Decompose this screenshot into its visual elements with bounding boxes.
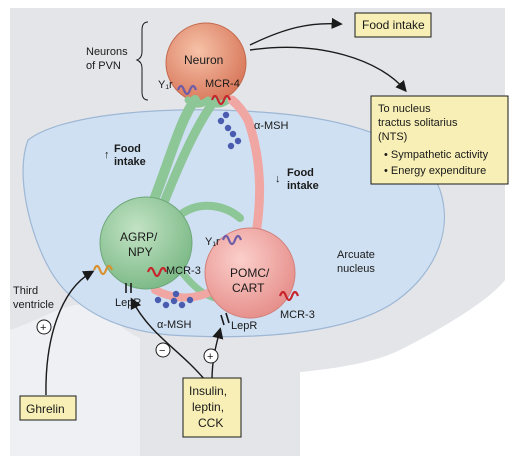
mcr3-receptor-left-icon [146,266,168,278]
plus-circle-ghrelin [36,319,52,335]
alpha-msh-bottom-label: α-MSH [157,319,192,331]
lepr-left-label: LepR [115,297,141,309]
agrp-terminal-top [184,96,232,108]
msh-dots-bottom [154,290,194,309]
pomc-label-line1: POMC/ [230,266,270,280]
lepr-right-icon [220,312,230,326]
y1r-receptor-mid-icon [221,234,243,246]
food-intake-box-label: Food intake [362,18,425,32]
arcuate-label-line1: Arcuate [337,249,375,261]
mcr3-left-label: MCR-3 [166,265,201,277]
agrp-axon-right [176,201,244,222]
agrp-neuron [99,196,193,290]
food-down-label: Food [287,167,314,179]
ghrelin-receptor-icon [92,264,114,276]
pvn-bracket [135,21,149,101]
minus-circle-insulin [155,342,171,358]
mcr3-right-label: MCR-3 [280,309,315,321]
arrow-neuron-to-nts [249,46,407,93]
insulin-label-line1: Insulin, [189,384,227,398]
mcr3-receptor-right-icon [278,290,300,302]
pvn-label-line2: of PVN [86,60,121,72]
intake-down-label: intake [287,180,319,192]
pomc-axon [227,95,265,245]
y1r-mid-label: Y₁r [205,236,220,248]
food-down-arrow: ↓ [275,173,281,185]
food-intake-box [354,12,432,38]
pvn-label-line1: Neurons [86,46,128,58]
insulin-label-line3: CCK [198,416,223,430]
plus-insulin-sign: + [207,351,213,363]
arrow-insulin-to-agrp [130,297,206,381]
msh-dots-top [217,111,242,150]
nts-line3: (NTS) [378,131,407,143]
alpha-msh-top-label: α-MSH [254,120,289,132]
third-ventricle-line2: ventricle [13,299,54,311]
food-up-arrow: ↑ [104,149,110,161]
y1r-receptor-top-icon [176,84,198,96]
nts-box [370,95,509,185]
arrow-neuron-to-food-intake [249,17,343,46]
agrp-axon-left [145,95,200,215]
agrp-axon-upper [160,95,220,205]
minus-insulin-sign: − [159,345,165,357]
insulin-label-line2: leptin, [192,400,224,414]
pomc-neuron [204,227,296,319]
ghrelin-label: Ghrelin [26,402,65,416]
tissue-lower-left [10,304,140,456]
agrp-label-line2: NPY [128,245,153,259]
nts-line4: • Sympathetic activity [384,149,489,161]
neuron-label: Neuron [184,53,223,67]
plus-ghrelin-sign: + [40,322,46,334]
y1r-top-label: Y₁r [158,79,173,91]
mcr4-receptor-icon [210,94,232,106]
agrp-label-line1: AGRP/ [120,230,158,244]
nts-line1: To nucleus [378,103,431,115]
food-up-label: Food [114,143,141,155]
plus-circle-insulin [203,348,219,364]
lepr-right-label: LepR [231,320,257,332]
ghrelin-box [19,395,77,421]
intake-up-label: intake [114,156,146,168]
insulin-box [182,377,242,438]
arrow-ghrelin-to-agrp [45,270,95,396]
nts-line2: tractus solitarius [378,117,458,129]
mcr4-label: MCR-4 [205,78,240,90]
third-ventricle-line1: Third [13,285,38,297]
pomc-label-line2: CART [232,281,265,295]
nts-line5: • Energy expenditure [384,165,486,177]
lepr-left-icon [125,283,132,293]
arcuate-label-line2: nucleus [337,263,375,275]
